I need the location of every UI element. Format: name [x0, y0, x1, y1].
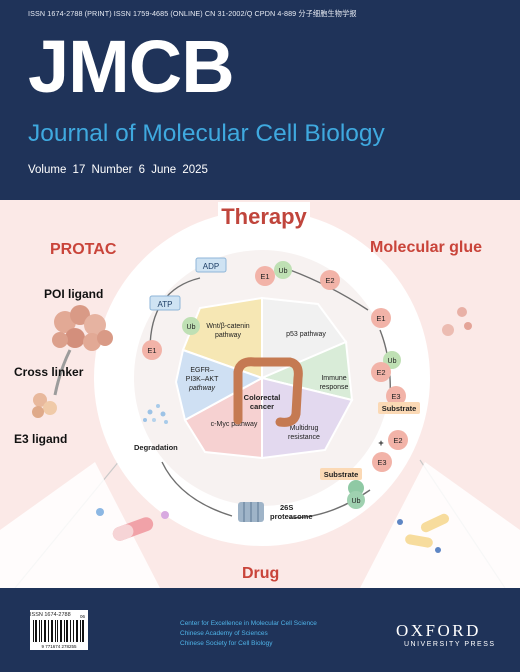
poi-ligand-molecule: [52, 305, 113, 351]
barcode-number: 9 771674 278255: [41, 644, 77, 649]
svg-text:E3: E3: [377, 458, 386, 467]
svg-text:E1: E1: [376, 314, 385, 323]
substrate-label-lower: Substrate: [324, 470, 359, 479]
cross-linker-chain: [53, 349, 72, 396]
substrate-box-right: [378, 402, 420, 414]
publisher-sub: UNIVERSITY PRESS: [404, 641, 496, 648]
plus-sign: +: [378, 438, 383, 448]
svg-text:Ub: Ub: [187, 324, 196, 331]
svg-text:Ub: Ub: [352, 498, 361, 505]
proteasome-label-2: proteasome: [270, 512, 313, 521]
cross-linker-label: Cross linker: [14, 365, 84, 379]
wnt-label-1: Wnt/β-catenin: [206, 323, 249, 330]
molecular-glue-label: Molecular glue: [370, 239, 482, 256]
e2-node-top-right: E2: [320, 270, 340, 290]
e1-node-left: E1: [142, 340, 162, 360]
immune-label-2: response: [320, 384, 349, 391]
svg-text:E1: E1: [147, 346, 156, 355]
pathway-hexagon: [174, 296, 354, 460]
p53-label: p53 pathway: [286, 331, 326, 338]
multidrug-label-2: resistance: [288, 434, 320, 441]
publisher-logo: OXFORD: [396, 621, 481, 640]
ub-chain-lower: Ub: [347, 480, 365, 509]
ub-node-top-left: Ub: [182, 317, 200, 335]
journal-logo: JMCB: [28, 25, 235, 108]
svg-text:E2: E2: [325, 276, 334, 285]
affiliations: Center for Excellence in Molecular Cell …: [180, 619, 317, 649]
degradation-label: Degradation: [134, 443, 178, 452]
substrate-box-lower: [320, 468, 362, 480]
e2-node-right: E2: [371, 362, 391, 382]
atp-label: ATP: [158, 300, 173, 309]
protac-label: PROTAC: [50, 241, 117, 258]
barcode-graphic: 9 771674 278255 06: [33, 614, 86, 649]
affiliation-3: Chinese Society for Cell Biology: [180, 640, 273, 647]
volume-line: Volume 17 Number 6 June 2025: [28, 164, 208, 176]
proteasome-label-1: 26S: [280, 503, 293, 512]
atp-box: [149, 295, 181, 311]
cover-header: [0, 0, 520, 200]
svg-text:E2: E2: [376, 368, 385, 377]
degradation-fragments: [143, 404, 168, 424]
svg-text:E1: E1: [260, 272, 269, 281]
multidrug-label-1: Multidrug: [290, 425, 319, 432]
colorectal-label-2: cancer: [250, 402, 274, 411]
e2-node-lower: E2: [388, 430, 408, 450]
affiliation-1: Center for Excellence in Molecular Cell …: [180, 620, 317, 627]
molecular-glue-drops: [442, 307, 472, 336]
immune-label-1: Immune: [321, 375, 346, 382]
adp-box: [195, 257, 227, 273]
issue-code: 06: [80, 614, 86, 619]
ub-node-top: Ub: [274, 261, 292, 279]
drug-molecules-right: [397, 513, 450, 553]
svg-text:E3: E3: [391, 392, 400, 401]
egfr-label-3: pathway: [188, 385, 216, 392]
svg-text:Ub: Ub: [279, 268, 288, 275]
e1-node-top: E1: [255, 266, 275, 286]
cmyc-label: c-Myc pathway: [211, 421, 258, 428]
svg-text:Ub: Ub: [388, 358, 397, 365]
poi-ligand-label: POI ligand: [44, 287, 103, 301]
egfr-label-1: EGFR–: [190, 367, 213, 374]
e3-node-right: E3: [386, 386, 406, 406]
proteasome-illustration: [238, 502, 264, 522]
therapy-label: Therapy: [221, 204, 307, 229]
issn-box-label: ISSN 1674-2788: [30, 612, 71, 618]
colorectal-label-1: Colorectal: [244, 393, 281, 402]
therapy-box: [218, 202, 310, 230]
e3-ligand-molecule: [32, 393, 57, 418]
substrate-label-right: Substrate: [382, 404, 417, 413]
journal-title: Journal of Molecular Cell Biology: [28, 120, 385, 147]
wnt-label-2: pathway: [215, 332, 242, 339]
e3-node-lower: E3: [372, 452, 392, 472]
e3-ligand-label: E3 ligand: [14, 432, 67, 446]
drug-capsule-left: [96, 508, 169, 541]
barcode: 9 771674 278255 06: [30, 610, 88, 650]
affiliation-2: Chinese Academy of Sciences: [180, 630, 268, 637]
left-wedge: [0, 462, 160, 588]
egfr-label-2: PI3K–AKT: [186, 376, 219, 383]
svg-text:E2: E2: [393, 436, 402, 445]
drug-label: Drug: [242, 565, 279, 582]
issn-line: ISSN 1674-2788 (PRINT) ISSN 1759-4685 (O…: [28, 9, 357, 18]
colon-illustration: [233, 357, 303, 427]
adp-label: ADP: [203, 262, 219, 271]
cover-illustration: Therapy PROTAC Molecular glue Drug POI l…: [0, 202, 520, 588]
egfr-sector: [174, 348, 265, 422]
e1-node-right: E1: [371, 308, 391, 328]
